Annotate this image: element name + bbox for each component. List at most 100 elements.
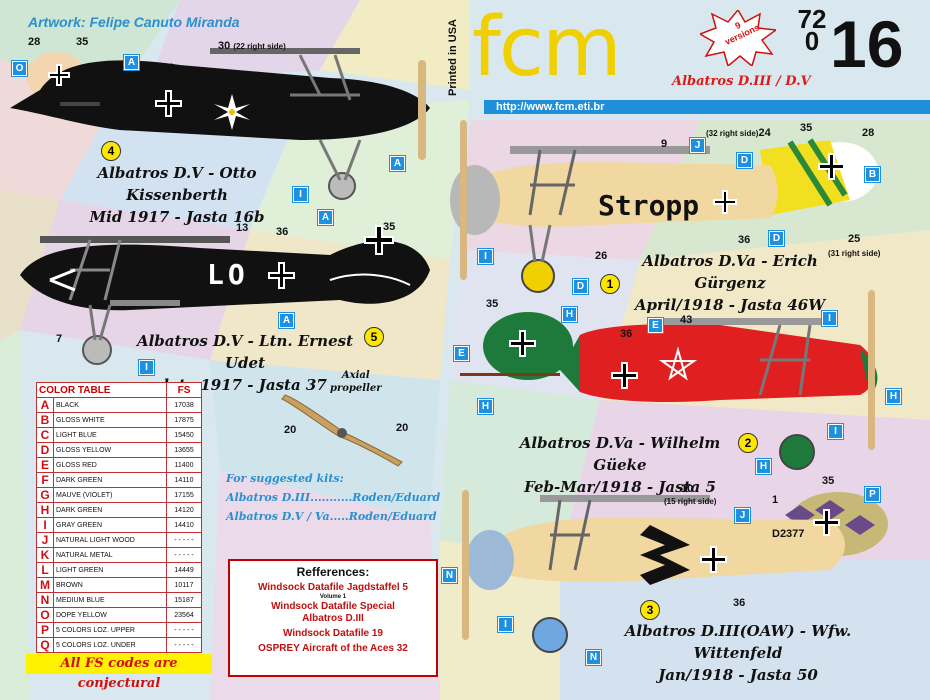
sheet-number: 16 xyxy=(830,7,904,81)
color-fs: 17155 xyxy=(166,487,202,503)
callout-35: 35 xyxy=(76,36,89,48)
aircraft-3-drawing: D2377 xyxy=(462,490,888,653)
callout-9: 9 xyxy=(661,138,668,150)
color-code: P xyxy=(36,622,54,638)
printed-in-usa: Printed in USA xyxy=(447,18,459,96)
color-fs: 23564 xyxy=(166,607,202,623)
caption-aircraft-5: Albatros D.V - Ltn. Ernest Udet late 191… xyxy=(130,330,360,396)
badge-D: D xyxy=(769,231,784,246)
callout-36: 36 xyxy=(620,328,633,340)
color-fs: 17038 xyxy=(166,397,202,413)
color-code: E xyxy=(36,457,54,473)
color-fs: 14410 xyxy=(166,517,202,533)
reference-item: Windsock Datafile 19 xyxy=(283,628,383,639)
badge-H: H xyxy=(478,399,493,414)
color-name: NATURAL METAL xyxy=(53,547,167,563)
badge-B: B xyxy=(865,167,880,182)
callout-25-note: (31 right side) xyxy=(828,249,881,258)
callout-28: 28 xyxy=(28,36,41,48)
scale-top: 72 xyxy=(797,4,827,34)
callout-35: 35 xyxy=(800,122,813,134)
color-code: B xyxy=(36,412,54,428)
callout-26: 26 xyxy=(595,250,608,262)
website-link[interactable]: http://www.fcm.eti.br xyxy=(496,101,605,113)
color-name: BLACK xyxy=(53,397,167,413)
caption-line2: April/1918 - Jasta 46W xyxy=(634,296,826,314)
fs-disclaimer: All FS codes are conjectural xyxy=(26,654,212,691)
badge-H: H xyxy=(562,307,577,322)
version-number-1: 1 xyxy=(600,274,620,294)
caption-aircraft-1: Albatros D.Va - Erich Gürgenz April/1918… xyxy=(610,250,850,316)
caption-line2: Feb-Mar/1918 - Jasta 5 xyxy=(524,478,716,496)
badge-O: O xyxy=(12,61,27,76)
caption-line1: Albatros D.Va - Wilhelm Güeke xyxy=(519,434,721,474)
version-number-2: 2 xyxy=(738,433,758,453)
color-fs: 14110 xyxy=(166,472,202,488)
color-table-title: COLOR TABLE xyxy=(36,382,167,398)
callout-36: 36 xyxy=(738,234,751,246)
caption-line1: Albatros D.V - Ltn. Ernest Udet xyxy=(136,332,354,372)
badge-H: H xyxy=(756,459,771,474)
reference-item: Albatros D.III xyxy=(302,613,364,624)
color-name: NATURAL LIGHT WOOD xyxy=(53,532,167,548)
color-name: DARK GREEN xyxy=(53,472,167,488)
caption-line1: Albatros D.Va - Erich Gürgenz xyxy=(642,252,818,292)
callout-35: 35 xyxy=(486,298,499,310)
color-name: DARK GREEN xyxy=(53,502,167,518)
color-fs: - - - - - xyxy=(166,547,202,563)
color-fs: 17875 xyxy=(166,412,202,428)
reference-item: Windsock Datafile Special xyxy=(271,601,395,612)
callout-36: 36 xyxy=(733,597,746,609)
color-fs: 11400 xyxy=(166,457,202,473)
reference-item: OSPREY Aircraft of the Aces 32 xyxy=(258,643,408,654)
scale-indicator: 72 0 xyxy=(792,4,832,56)
color-table-fs-header: FS xyxy=(166,382,202,398)
color-name: GLOSS RED xyxy=(53,457,167,473)
caption-line1: Albatros D.V - Otto Kissenberth xyxy=(97,164,257,204)
callout-1: 1 xyxy=(772,494,779,506)
color-name: MEDIUM BLUE xyxy=(53,592,167,608)
badge-A: A xyxy=(124,55,139,70)
callout-25: 25 xyxy=(848,233,861,245)
color-fs: 10117 xyxy=(166,577,202,593)
badge-J: J xyxy=(735,508,750,523)
badge-I: I xyxy=(498,617,513,632)
svg-text:Stropp: Stropp xyxy=(598,189,699,222)
color-code: O xyxy=(36,607,54,623)
aircraft-4-drawing xyxy=(10,48,430,200)
color-code: C xyxy=(36,427,54,443)
badge-D: D xyxy=(737,153,752,168)
references-title: Refferences: xyxy=(296,565,370,579)
scale-bottom: 0 xyxy=(804,26,820,56)
callout-36: 36 xyxy=(276,226,289,238)
badge-H: H xyxy=(886,389,901,404)
callout-36: 36 xyxy=(162,62,175,74)
color-name: GLOSS YELLOW xyxy=(53,442,167,458)
badge-N: N xyxy=(586,650,601,665)
color-fs: - - - - - xyxy=(166,637,202,653)
callout-10-note: (15 right side) xyxy=(664,497,717,506)
color-code: K xyxy=(36,547,54,563)
color-fs: 14120 xyxy=(166,502,202,518)
version-number-3: 3 xyxy=(640,600,660,620)
callout-20-right: 20 xyxy=(396,422,409,434)
caption-aircraft-2: Albatros D.Va - Wilhelm Güeke Feb-Mar/19… xyxy=(510,432,730,498)
badge-I: I xyxy=(828,424,843,439)
color-fs: 14449 xyxy=(166,562,202,578)
propeller-label: Axial propeller xyxy=(330,369,382,395)
badge-I: I xyxy=(293,187,308,202)
propeller-label-line2: propeller xyxy=(330,383,382,394)
caption-line2: Mid 1917 - Jasta 16b xyxy=(89,208,265,226)
color-code: Q xyxy=(36,637,54,653)
url-bar xyxy=(484,100,930,114)
aircraft-1-drawing: Stropp xyxy=(450,120,878,293)
version-number-5: 5 xyxy=(364,327,384,347)
caption-line2: late 1917 - Jasta 37 xyxy=(163,376,327,394)
